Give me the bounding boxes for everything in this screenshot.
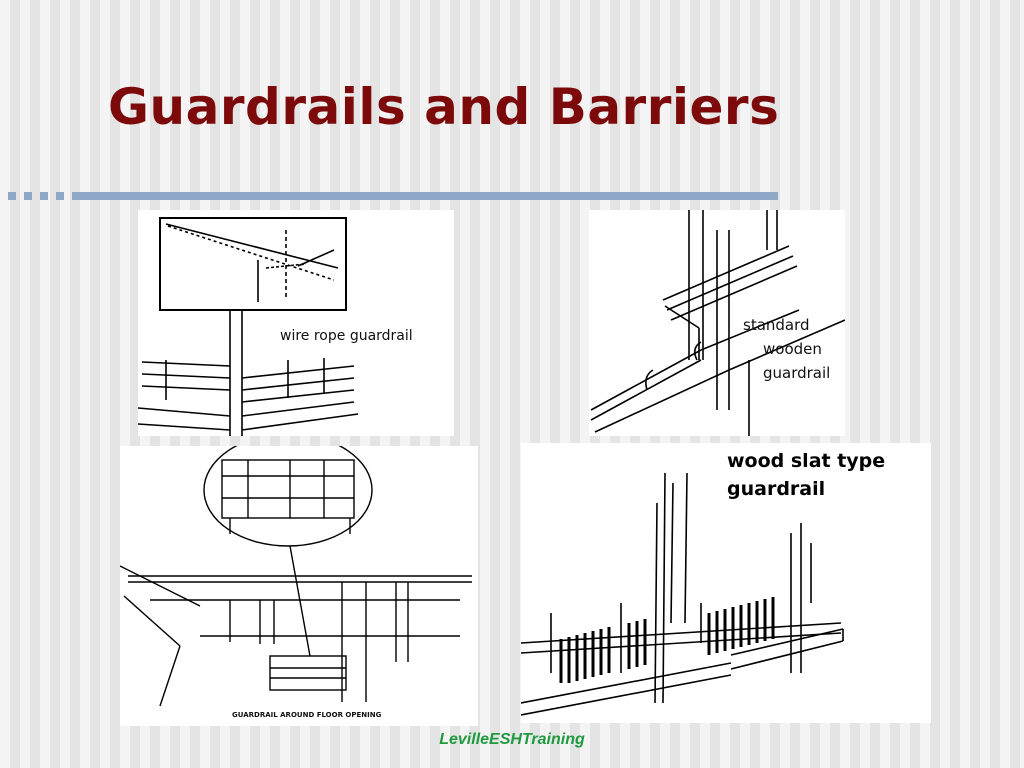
slide-title: Guardrails and Barriers bbox=[108, 78, 780, 136]
svg-text:wood slat type: wood slat type bbox=[727, 450, 885, 472]
floor-opening-guardrail-illustration: GUARDRAIL AROUND FLOOR OPENING bbox=[120, 446, 472, 719]
svg-text:standard: standard bbox=[743, 316, 810, 334]
title-rule-dots bbox=[8, 192, 80, 200]
standard-wooden-guardrail-illustration: standard wooden guardrail bbox=[590, 210, 845, 436]
wooden-guardrail-caption: standard wooden guardrail bbox=[743, 316, 830, 382]
wood-slat-guardrail-illustration: wood slat type guardrail bbox=[521, 450, 885, 716]
svg-text:guardrail: guardrail bbox=[727, 478, 825, 500]
floor-opening-caption: GUARDRAIL AROUND FLOOR OPENING bbox=[232, 711, 382, 719]
standard-wooden-guardrail-figure: standard wooden guardrail bbox=[589, 210, 845, 436]
footer-credit: LevilleESHTraining bbox=[439, 731, 585, 748]
wire-rope-caption: wire rope guardrail bbox=[280, 328, 413, 344]
wire-rope-guardrail-illustration: wire rope guardrail bbox=[138, 217, 413, 436]
svg-text:guardrail: guardrail bbox=[763, 364, 830, 382]
wire-rope-guardrail-figure: wire rope guardrail bbox=[138, 210, 454, 436]
floor-opening-guardrail-figure: GUARDRAIL AROUND FLOOR OPENING bbox=[120, 446, 478, 726]
wood-slat-caption: wood slat type guardrail bbox=[727, 450, 885, 500]
wood-slat-guardrail-figure: wood slat type guardrail bbox=[521, 443, 931, 723]
title-rule bbox=[78, 192, 778, 200]
svg-text:wooden: wooden bbox=[763, 340, 822, 358]
